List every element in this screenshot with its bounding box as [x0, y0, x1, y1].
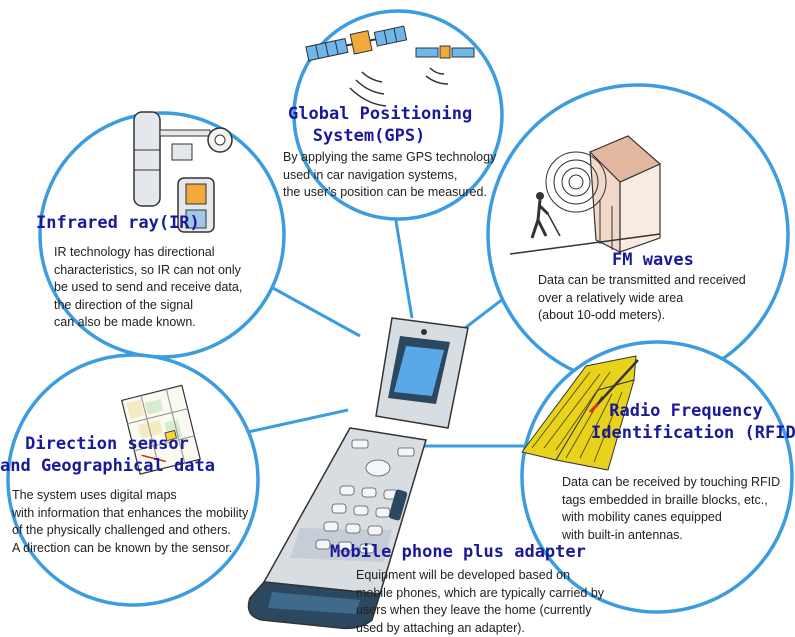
fm-desc-line: Data can be transmitted and received	[538, 272, 746, 290]
rfid-desc-line: with built-in antennas.	[562, 527, 780, 545]
connector-ir	[262, 282, 360, 336]
ir-title: Infrared ray(IR)	[36, 212, 200, 234]
phone-desc: Equipment will be developed based on mob…	[356, 567, 604, 637]
ir-desc: IR technology has directional characteri…	[54, 244, 242, 332]
ir-title-line: Infrared ray(IR)	[36, 212, 200, 234]
gps-title-line: Global Positioning	[288, 103, 450, 125]
ir-desc-line: characteristics, so IR can not only	[54, 262, 242, 280]
direction-title-line: Direction sensor	[0, 433, 214, 455]
rfid-desc-line: Data can be received by touching RFID	[562, 474, 780, 492]
gps-desc: By applying the same GPS technology used…	[283, 149, 496, 202]
phone-desc-line: users when they leave the home (currentl…	[356, 602, 604, 620]
direction-desc-line: with information that enhances the mobil…	[12, 505, 248, 523]
rfid-desc: Data can be received by touching RFID ta…	[562, 474, 780, 544]
direction-desc: The system uses digital maps with inform…	[12, 487, 248, 557]
gps-desc-line: By applying the same GPS technology	[283, 149, 496, 167]
direction-circle	[8, 355, 258, 605]
fm-desc-line: (about 10-odd meters).	[538, 307, 746, 325]
gps-desc-line: the user's position can be measured.	[283, 184, 496, 202]
direction-title: Direction sensor and Geographical data	[0, 433, 214, 477]
phone-title: Mobile phone plus adapter	[330, 541, 586, 563]
direction-desc-line: of the physically challenged and others.	[12, 522, 248, 540]
phone-desc-line: Equipment will be developed based on	[356, 567, 604, 585]
fm-desc-line: over a relatively wide area	[538, 290, 746, 308]
connector-direction	[248, 410, 348, 432]
ir-desc-line: the direction of the signal	[54, 297, 242, 315]
gps-desc-line: used in car navigation systems,	[283, 167, 496, 185]
rfid-title: Radio Frequency Identification (RFID)	[591, 400, 781, 444]
direction-desc-line: The system uses digital maps	[12, 487, 248, 505]
direction-title-line: and Geographical data	[0, 455, 214, 477]
fm-title: FM waves	[612, 249, 694, 271]
gps-title: Global Positioning System(GPS)	[288, 103, 450, 147]
connector-gps	[395, 215, 412, 318]
rfid-title-line: Identification (RFID)	[591, 422, 781, 444]
direction-desc-line: A direction can be known by the sensor.	[12, 540, 248, 558]
rfid-title-line: Radio Frequency	[591, 400, 781, 422]
ir-desc-line: be used to send and receive data,	[54, 279, 242, 297]
phone-desc-line: used by attaching an adapter).	[356, 620, 604, 637]
ir-desc-line: can also be made known.	[54, 314, 242, 332]
fm-title-line: FM waves	[612, 249, 694, 271]
rfid-desc-line: with mobility canes equipped	[562, 509, 780, 527]
fm-desc: Data can be transmitted and received ove…	[538, 272, 746, 325]
rfid-desc-line: tags embedded in braille blocks, etc.,	[562, 492, 780, 510]
phone-desc-line: mobile phones, which are typically carri…	[356, 585, 604, 603]
gps-title-line: System(GPS)	[288, 125, 450, 147]
ir-desc-line: IR technology has directional	[54, 244, 242, 262]
